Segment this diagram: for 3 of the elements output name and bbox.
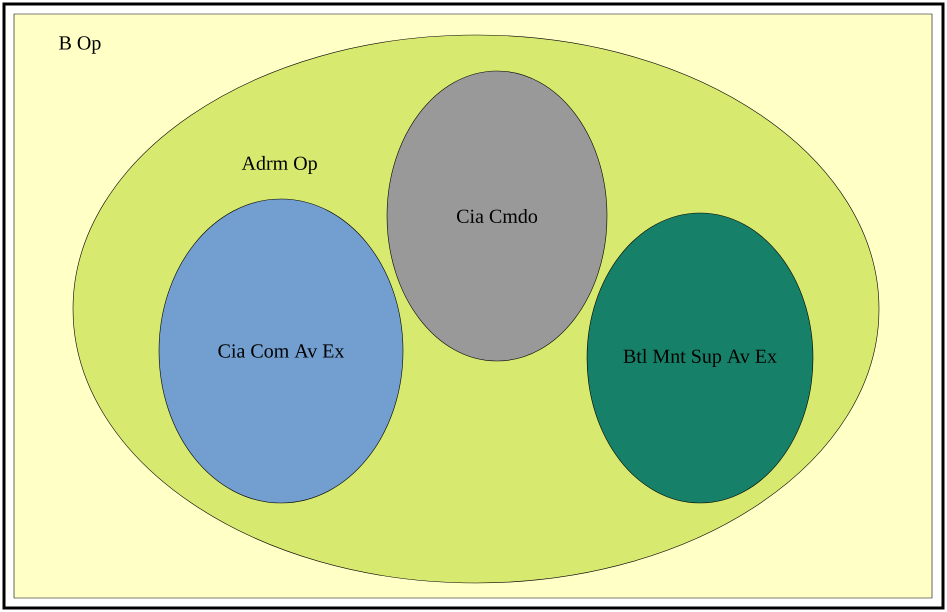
ellipse-region: Cia Com Av Ex bbox=[158, 198, 404, 504]
ellipse-region: Btl Mnt Sup Av Ex bbox=[586, 212, 814, 504]
ellipse-region: Cia Cmdo bbox=[386, 70, 608, 362]
